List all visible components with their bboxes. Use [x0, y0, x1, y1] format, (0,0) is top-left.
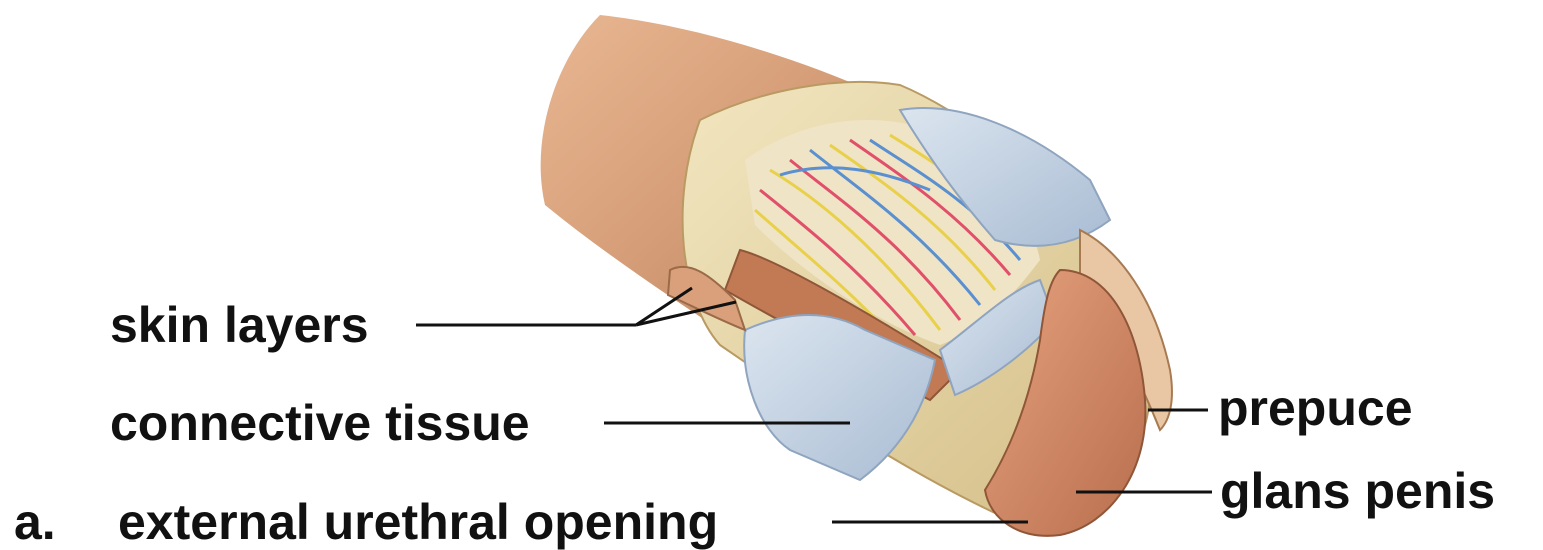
panel-letter: a. [14, 497, 56, 547]
label-skin-layers: skin layers [110, 300, 369, 350]
label-connective-tissue: connective tissue [110, 398, 530, 448]
label-prepuce: prepuce [1218, 383, 1413, 433]
label-external-urethral-opening: external urethral opening [118, 497, 718, 547]
label-glans-penis: glans penis [1220, 466, 1495, 516]
